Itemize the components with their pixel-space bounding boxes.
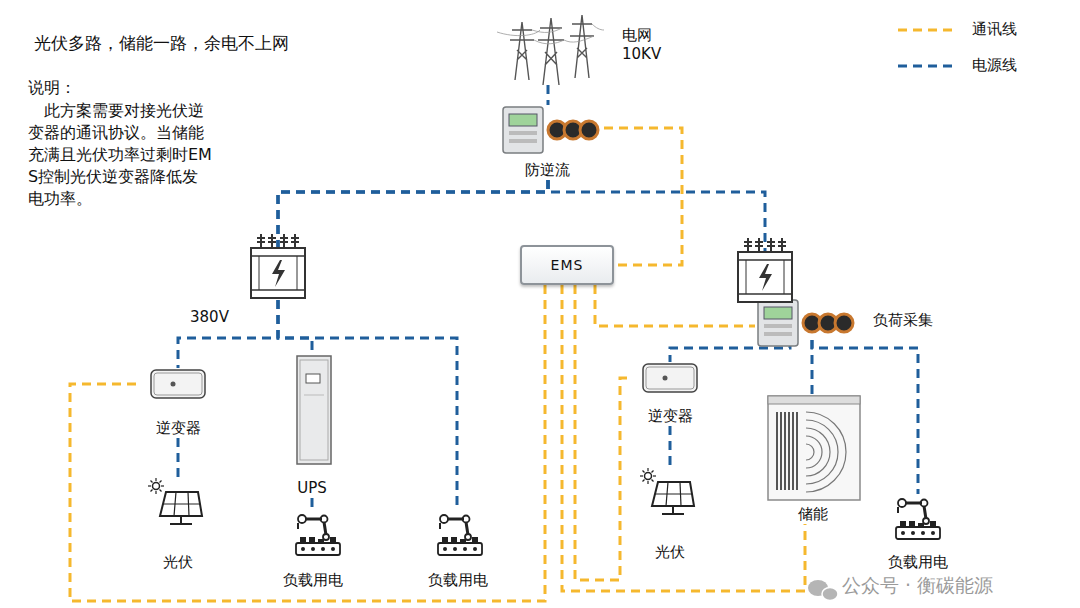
ups-node: UPS <box>276 352 348 498</box>
node-label: 光伏 <box>628 543 712 562</box>
node-label: 逆变器 <box>628 407 712 426</box>
load-node: 负载用电 <box>876 494 960 572</box>
pv-node: 光伏 <box>136 480 220 572</box>
node-text-group: EMS <box>522 256 612 275</box>
load-node: 负载用电 <box>416 510 499 590</box>
node-text-group: 负荷采集 <box>873 311 933 330</box>
diagram-title: 光伏多路，储能一路，余电不上网 <box>34 34 289 53</box>
node-label: 光伏 <box>136 553 220 572</box>
power-line <box>669 426 672 470</box>
node-label: 防逆流 <box>491 161 604 180</box>
power-line <box>178 180 548 368</box>
node-text-group: 负载用电 <box>416 571 499 590</box>
voltage-label: 380V <box>190 308 229 327</box>
ems-box: EMS <box>520 245 614 285</box>
node-label: 逆变器 <box>136 419 220 438</box>
load-node: 负载用电 <box>271 510 354 590</box>
node-label: 储能 <box>761 505 864 524</box>
comm-line <box>604 128 682 265</box>
legend-text: 通讯线 <box>972 20 1017 39</box>
note-heading: 说明： <box>28 78 76 97</box>
comm-line <box>575 285 628 580</box>
legend-text: 电源线 <box>972 56 1017 75</box>
node-label: 负载用电 <box>876 553 960 572</box>
comm-line <box>70 285 545 601</box>
node-label: EMS <box>522 256 612 275</box>
grid-node: 电网 10KV <box>490 5 670 85</box>
power-line <box>311 498 314 510</box>
power-line <box>547 85 550 105</box>
inverter-node: 逆变器 <box>136 368 220 438</box>
inverter-node: 逆变器 <box>628 362 712 426</box>
node-text-group: 光伏 <box>136 553 220 572</box>
node-label: UPS <box>276 479 348 498</box>
node-text-group: 负载用电 <box>271 571 354 590</box>
watermark: 公众号 · 衡碳能源 <box>842 576 993 595</box>
storage-node: 储能 <box>761 394 864 524</box>
node-text-group: 防逆流 <box>491 161 604 180</box>
node-text-group: UPS <box>276 479 348 498</box>
node-text-group: 储能 <box>761 505 864 524</box>
node-text-group: 电网 10KV <box>622 26 668 64</box>
node-text-group: 逆变器 <box>136 419 220 438</box>
node-label: 电网 10KV <box>622 26 668 64</box>
meter-node: 防逆流 <box>491 105 604 180</box>
node-text-group: 光伏 <box>628 543 712 562</box>
note-text: 此方案需要对接光伏逆变器的通讯协议。当储能充满且光伏功率过剩时EMS控制光伏逆变… <box>28 100 214 210</box>
node-label: 负荷采集 <box>873 311 933 330</box>
node-label: 负载用电 <box>416 571 499 590</box>
node-text-group: 逆变器 <box>628 407 712 426</box>
node-label: 负载用电 <box>271 571 354 590</box>
meter-node: 负荷采集 <box>755 300 935 340</box>
comm-line <box>595 285 755 326</box>
power-line <box>177 438 180 480</box>
node-text-group: 负载用电 <box>876 553 960 572</box>
pv-node: 光伏 <box>628 470 712 562</box>
power-line <box>278 180 548 352</box>
power-line <box>278 180 548 510</box>
